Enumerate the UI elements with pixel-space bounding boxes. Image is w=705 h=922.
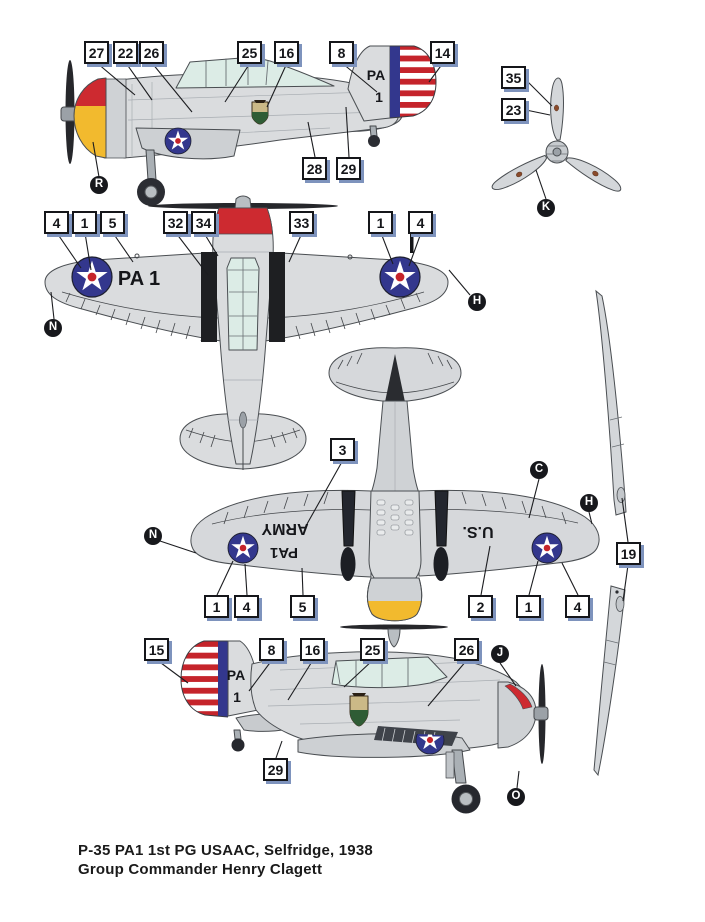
callout-1-top-right: 1	[368, 211, 393, 234]
callout-26: 26	[139, 41, 164, 64]
callout-1-bottom-left: 1	[204, 595, 229, 618]
cowl-red-band	[504, 683, 533, 710]
callout-27: 27	[84, 41, 109, 64]
letter-marker-o: O	[507, 788, 525, 806]
callout-25-right: 25	[360, 638, 385, 661]
caption-line1: P-35 PA1 1st PG USAAC, Selfridge, 1938	[78, 842, 373, 859]
callout-8: 8	[329, 41, 354, 64]
wheel-right	[433, 547, 449, 581]
pitot-mast	[410, 230, 414, 253]
gear-strut	[451, 749, 467, 784]
tail-wheel	[231, 738, 245, 752]
callout-29-right: 29	[263, 758, 288, 781]
callout-29: 29	[336, 157, 361, 180]
callout-8-right: 8	[259, 638, 284, 661]
letter-marker-r: R	[90, 176, 108, 194]
rudder-stripes	[181, 641, 228, 717]
callout-4-top-left: 4	[44, 211, 69, 234]
callout-4-bottom-left: 4	[234, 595, 259, 618]
landing-light-upper	[616, 487, 626, 503]
canopy	[175, 56, 335, 89]
letter-marker-j: J	[491, 645, 509, 663]
callout-19: 19	[616, 542, 641, 565]
underwing-pa1: PA1	[270, 544, 298, 561]
callout-25: 25	[237, 41, 262, 64]
callout-32: 32	[163, 211, 188, 234]
callout-3: 3	[330, 438, 355, 461]
callout-33: 33	[289, 211, 314, 234]
cowling-colors	[74, 78, 106, 158]
callout-26-right: 26	[454, 638, 479, 661]
letter-marker-n-top: N	[44, 319, 62, 337]
callout-16: 16	[274, 41, 299, 64]
callout-1-top-left: 1	[72, 211, 97, 234]
tail-code-letters: PA	[227, 667, 245, 683]
callout-28: 28	[302, 157, 327, 180]
wing-front-profile	[593, 289, 627, 777]
leader-lines	[50, 62, 629, 789]
top-view: PA 1	[44, 195, 449, 470]
letter-marker-n-bottom: N	[144, 527, 162, 545]
canopy	[331, 656, 448, 689]
underwing-us: U.S.	[462, 523, 493, 540]
tail-code-number: 1	[233, 689, 241, 705]
tail-code-letters: PA	[367, 67, 385, 83]
callout-5-top: 5	[100, 211, 125, 234]
rudder-stripes	[390, 46, 436, 118]
letter-marker-h-top: H	[468, 293, 486, 311]
caption: P-35 PA1 1st PG USAAC, Selfridge, 1938 G…	[78, 841, 373, 879]
callout-15: 15	[144, 638, 169, 661]
left-wing	[44, 251, 222, 342]
callout-4-bottom-right: 4	[565, 595, 590, 618]
callout-5-bottom: 5	[290, 595, 315, 618]
caption-line2: Group Commander Henry Clagett	[78, 861, 323, 878]
callout-4-top-right: 4	[408, 211, 433, 234]
wing-code: PA 1	[118, 268, 160, 290]
callout-23: 23	[501, 98, 526, 121]
wheel-left	[340, 547, 356, 581]
tail-code-number: 1	[375, 89, 383, 105]
callout-35: 35	[501, 66, 526, 89]
underwing-army: ARMY	[261, 520, 308, 537]
callout-34: 34	[191, 211, 216, 234]
callout-2: 2	[468, 595, 493, 618]
callout-16-right: 16	[300, 638, 325, 661]
side-view-port: PA 1	[60, 45, 437, 206]
letter-marker-k: K	[537, 199, 555, 217]
right-wing	[264, 251, 449, 342]
walkway-right	[269, 252, 285, 342]
cowl-red-top	[213, 207, 273, 235]
letter-marker-h-bottom: H	[580, 494, 598, 512]
bottom-view: ARMY PA1 U.S.	[190, 347, 600, 648]
propeller-view	[489, 77, 625, 196]
callout-14: 14	[430, 41, 455, 64]
tail-wheel	[368, 135, 380, 147]
gear-leg-right	[434, 490, 449, 547]
side-view-starboard: PA 1	[180, 640, 549, 814]
landing-light-lower	[615, 596, 625, 612]
letter-marker-c: C	[530, 461, 548, 479]
callout-22: 22	[113, 41, 138, 64]
gear-strut	[145, 149, 157, 181]
fin-silhouette	[385, 354, 405, 402]
walkway-left	[201, 252, 217, 342]
gear-leg-left	[341, 490, 356, 547]
callout-1-bottom-right: 1	[516, 595, 541, 618]
